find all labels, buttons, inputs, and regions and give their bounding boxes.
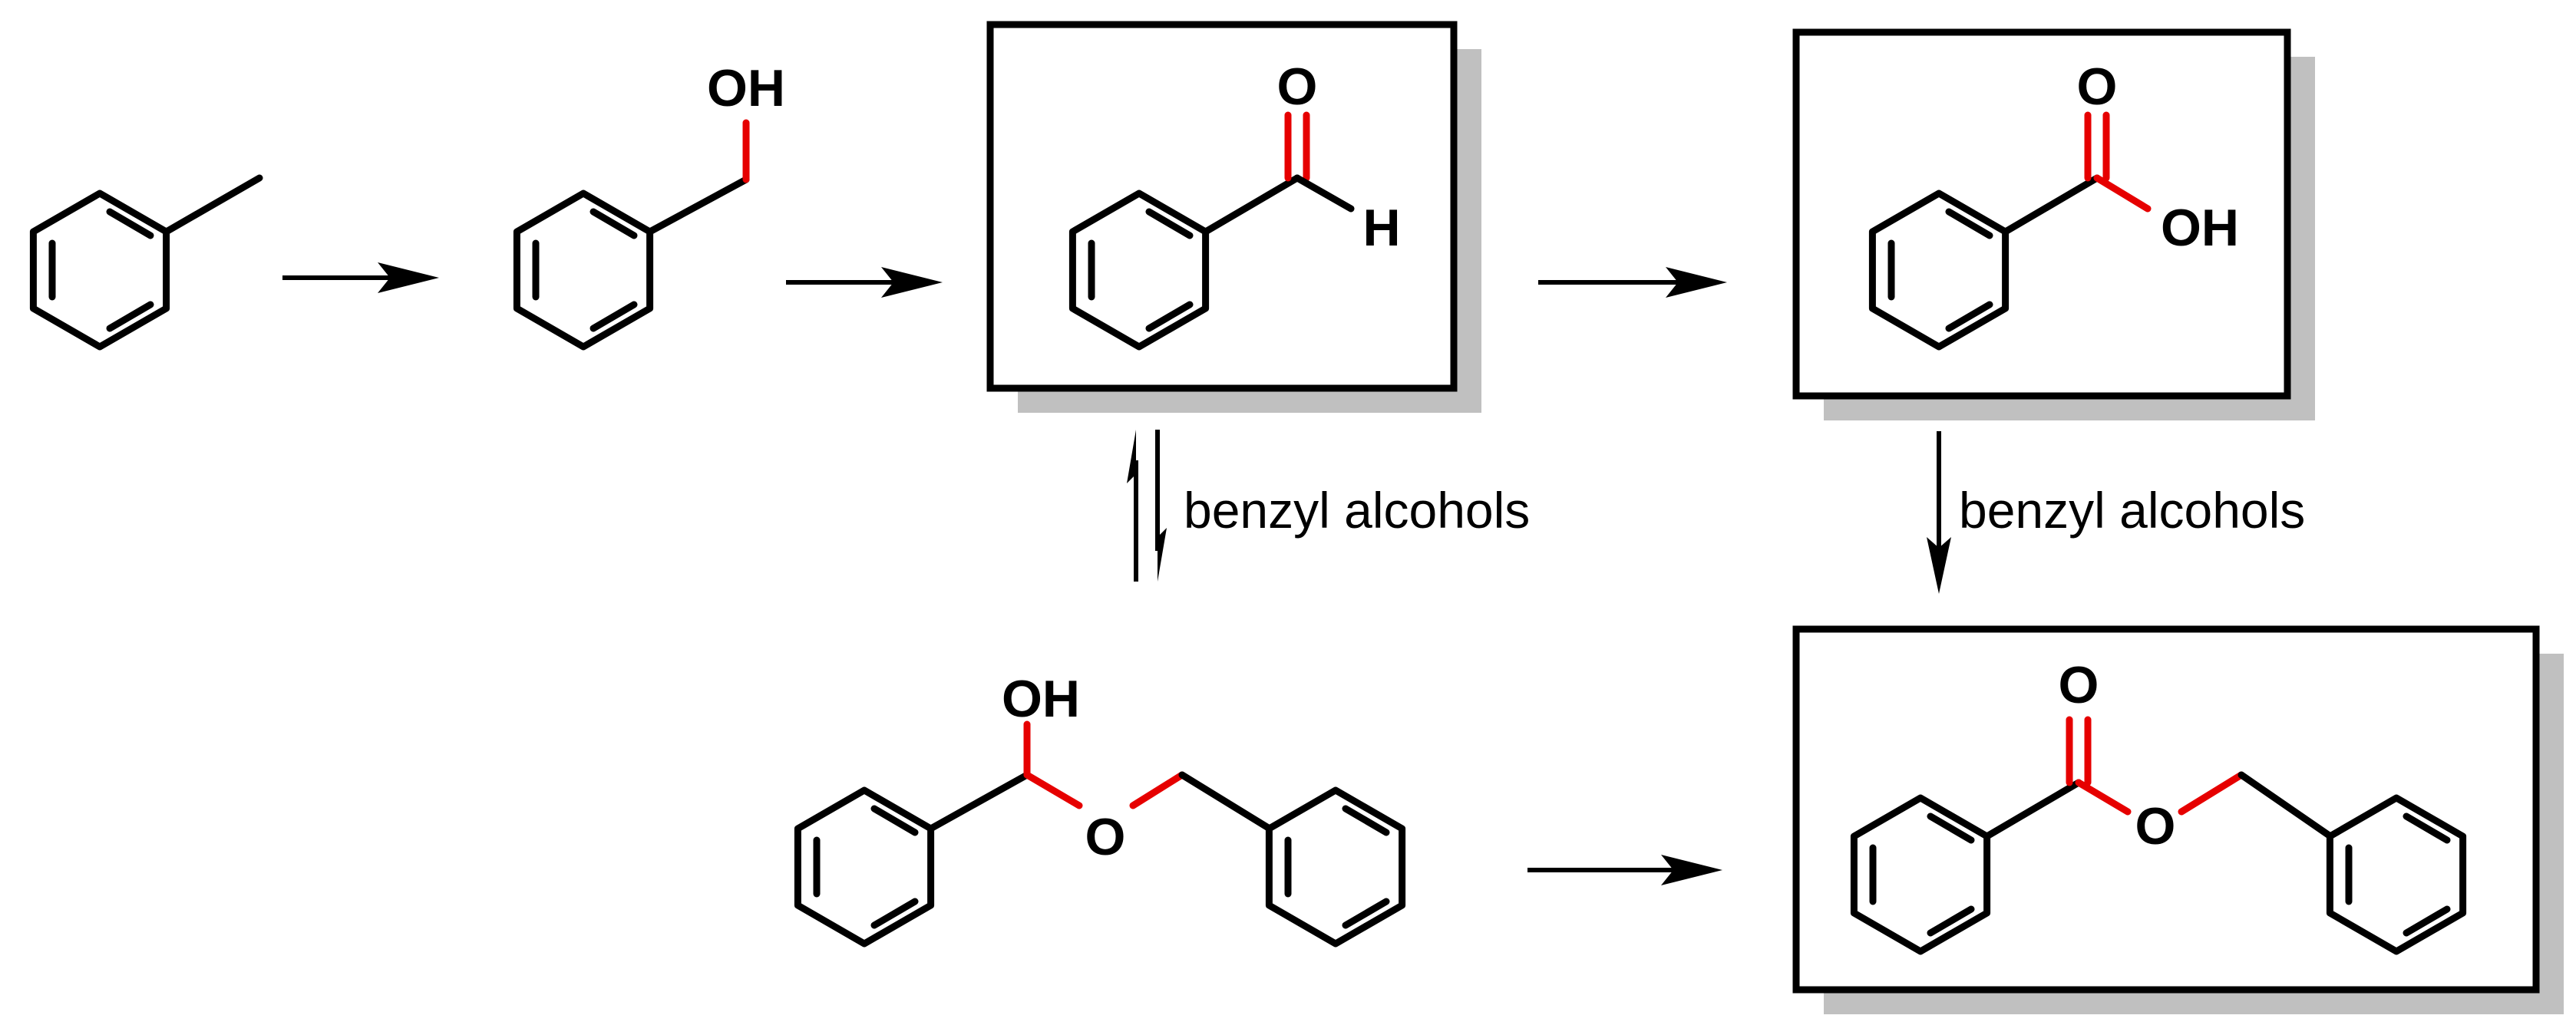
benzaldehyde-o-label: O <box>1277 58 1318 116</box>
benzaldehyde-box <box>986 21 1458 392</box>
benzyl-benzoate-ester-o-label: O <box>2135 797 2176 855</box>
esterification-arrow <box>1927 431 1951 594</box>
reaction-arrow-2 <box>786 267 943 298</box>
hemiacetal-oh-label: OH <box>1002 670 1080 728</box>
benzyl-benzoate-carbonyl-o-label: O <box>2059 656 2099 714</box>
equilibrium-arrows <box>1127 430 1167 582</box>
benzaldehyde-molecule: O H <box>1072 58 1401 347</box>
benzoic-acid-o-label: O <box>2077 58 2118 116</box>
reaction-arrow-1 <box>282 262 439 293</box>
reaction-arrow-3 <box>1538 267 1727 298</box>
benzoic-acid-oh-label: OH <box>2161 199 2239 257</box>
toluene-molecule <box>33 174 263 347</box>
benzyl-alcohol-oh-label: OH <box>707 59 785 117</box>
benzaldehyde-h-label: H <box>1362 199 1400 257</box>
hemiacetal-molecule: OH O <box>798 670 1402 944</box>
equilibrium-condition-label: benzyl alcohols <box>1184 482 1530 539</box>
benzoic-acid-molecule: O OH <box>1872 58 2239 347</box>
benzyl-alcohol-molecule: OH <box>517 59 785 347</box>
esterification-condition-label: benzyl alcohols <box>1959 482 2305 539</box>
hemiacetal-o-label: O <box>1085 808 1126 866</box>
benzyl-benzoate-molecule: O O <box>1854 656 2462 951</box>
reaction-arrow-4 <box>1527 855 1722 885</box>
